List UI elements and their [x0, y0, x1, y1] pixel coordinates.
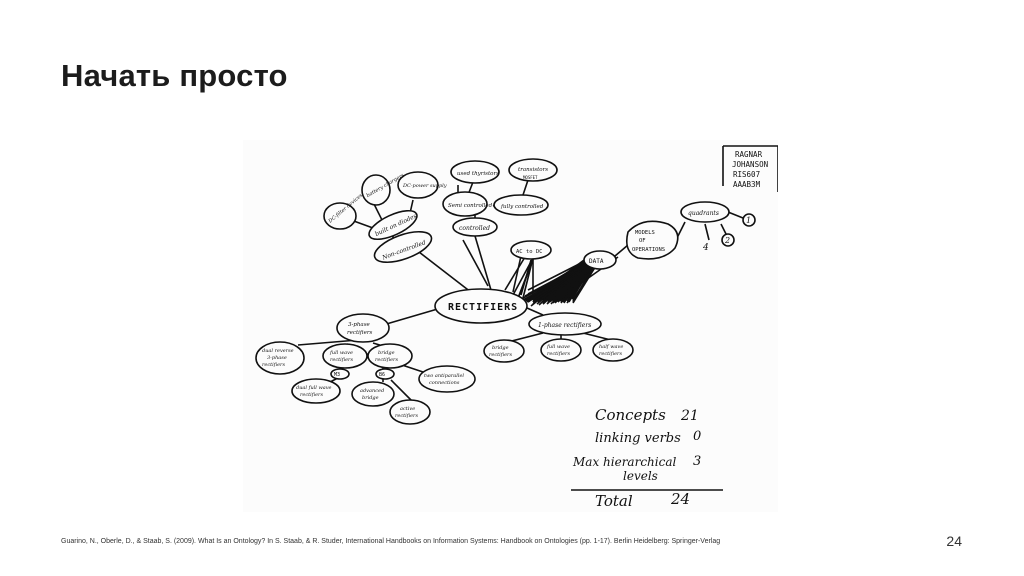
node-q2-label: 2 [724, 236, 730, 245]
node-ac-to-dc-label: AC to DC [516, 249, 543, 255]
node-full-wave-1-line-1: full wave [546, 344, 570, 350]
node-quadrants-label: quadrants [688, 210, 719, 217]
node-two-antiparallel-line-1: two antiparallel [424, 373, 464, 379]
node-models-line-1: MODELS [635, 230, 655, 236]
node-half-wave-1-line-2: rectifiers [599, 351, 622, 357]
connector-lines [297, 179, 744, 403]
author-line-4: AAAB3M [733, 180, 761, 189]
node-semi-controlled: Semi controlled [442, 191, 493, 217]
node-bridge-3-line-1: bridge [378, 350, 395, 356]
node-used-thyristors-label: used thyristors [457, 171, 499, 177]
node-3-phase-line-2: rectifiers [347, 330, 372, 336]
node-data: DATA [583, 250, 617, 270]
node-active-rectifiers: active rectifiers [389, 399, 431, 425]
tally-linking-label: linking verbs [595, 431, 681, 446]
author-line-1: RAGNAR [735, 150, 763, 159]
node-full-wave-1: full wave rectifiers [540, 338, 582, 362]
node-transistors-label: transistors [518, 167, 548, 173]
node-q1-label: 1 [746, 216, 751, 225]
node-dc-power-supply: DC-power supply [397, 171, 447, 199]
node-bridge-3-line-2: rectifiers [375, 357, 398, 363]
node-dual-reverse: dual reverse 3-phase rectifiers [255, 341, 305, 375]
node-bridge-1-line-1: bridge [492, 345, 509, 351]
node-dual-reverse-line-3: rectifiers [262, 362, 285, 368]
tally-concepts-label: Concepts [595, 406, 666, 424]
node-models-line-2: OF [639, 238, 646, 244]
node-m3-label: M3 [334, 372, 340, 378]
node-full-wave-1-line-2: rectifiers [547, 351, 570, 357]
node-models-of-operations: MODELS OF OPERATIONS [625, 220, 679, 260]
node-dual-full-wave-line-1: dual full wave [296, 385, 332, 391]
tally-linking-value: 0 [693, 429, 701, 444]
node-advanced-bridge: advanced bridge [351, 381, 395, 407]
node-fully-controlled-label: fully controlled [500, 204, 544, 210]
node-two-antiparallel-line-2: connections [429, 380, 460, 386]
tally-concepts-value: 21 [680, 408, 699, 424]
tally-hier-value: 3 [693, 454, 701, 469]
node-dc-power-label: DC-power supply [402, 183, 447, 189]
concept-map-sketch: RAGNAR JOHANSON RIS607 AAAB3M [255, 145, 778, 510]
node-dual-full-wave-line-2: rectifiers [300, 392, 323, 398]
node-q2: 2 [721, 233, 735, 247]
node-q4-label: 4 [702, 243, 709, 253]
node-full-wave-3-line-2: rectifiers [330, 357, 353, 363]
node-controlled-label: controlled [459, 225, 490, 232]
node-q1: 1 [742, 213, 756, 227]
node-active-line-2: rectifiers [395, 413, 418, 419]
node-dual-reverse-line-1: dual reverse [262, 348, 294, 354]
node-m3: M3 [330, 368, 350, 380]
node-semi-controlled-label: Semi controlled [448, 203, 493, 209]
node-mosfet-label: MOSFET [523, 175, 538, 180]
slide-title: Начать просто [61, 58, 288, 93]
node-used-thyristors: used thyristors [450, 160, 500, 184]
node-3-phase-line-1: 3-phase [348, 322, 371, 328]
node-models-line-3: OPERATIONS [632, 247, 665, 253]
tally-total-value: 24 [670, 490, 690, 508]
node-transistors: transistors MOSFET [508, 158, 558, 182]
author-line-3: RIS607 [733, 170, 760, 179]
citation: Guarino, N., Oberle, D., & Staab, S. (20… [61, 538, 721, 545]
node-bridge-3: bridge rectifiers [367, 343, 413, 369]
node-1-phase-label: 1-phase rectifiers [538, 322, 591, 329]
node-data-label: DATA [589, 258, 604, 265]
node-full-wave-3-line-1: full wave [329, 350, 353, 356]
node-3-phase: 3-phase rectifiers [336, 313, 390, 343]
node-rectifiers-label: RECTIFIERS [448, 302, 518, 313]
node-half-wave-1: half wave rectifiers [592, 338, 634, 362]
author-line-2: JOHANSON [732, 160, 768, 169]
node-b6: B6 [375, 368, 395, 380]
tally-block: Concepts 21 linking verbs 0 Max hierarch… [571, 406, 723, 510]
node-half-wave-1-line-1: half wave [599, 344, 623, 350]
node-q4: 4 [702, 243, 709, 253]
concept-map-image: RAGNAR JOHANSON RIS607 AAAB3M [243, 140, 778, 512]
page-number: 24 [946, 533, 962, 549]
node-dual-full-wave: dual full wave rectifiers [291, 378, 341, 404]
node-1-phase: 1-phase rectifiers [528, 312, 602, 336]
node-advanced-bridge-line-1: advanced [360, 388, 384, 394]
node-two-antiparallel: two antiparallel connections [418, 365, 476, 393]
node-active-line-1: active [400, 406, 415, 412]
tally-total-label: Total [595, 492, 633, 510]
node-dual-reverse-line-2: 3-phase [267, 355, 287, 361]
node-non-controlled: Non-controlled [373, 230, 433, 264]
node-full-wave-3: full wave rectifiers [322, 343, 368, 369]
node-quadrants: quadrants [680, 201, 730, 223]
node-advanced-bridge-line-2: bridge [362, 395, 379, 401]
node-b6-label: B6 [379, 372, 385, 378]
node-fully-controlled: fully controlled [493, 194, 549, 216]
tally-hier-label-1: Max hierarchical [572, 455, 676, 469]
node-rectifiers: RECTIFIERS [434, 288, 528, 324]
tally-hier-label-2: levels [623, 469, 658, 483]
node-controlled: controlled [452, 217, 498, 237]
node-bridge-1: bridge rectifiers [483, 339, 525, 363]
node-ac-to-dc: AC to DC [510, 240, 552, 260]
node-bridge-1-line-2: rectifiers [489, 352, 512, 358]
author-box: RAGNAR JOHANSON RIS607 AAAB3M [722, 145, 778, 192]
node-dc-filter-devices: DC-filter devices [323, 192, 364, 230]
